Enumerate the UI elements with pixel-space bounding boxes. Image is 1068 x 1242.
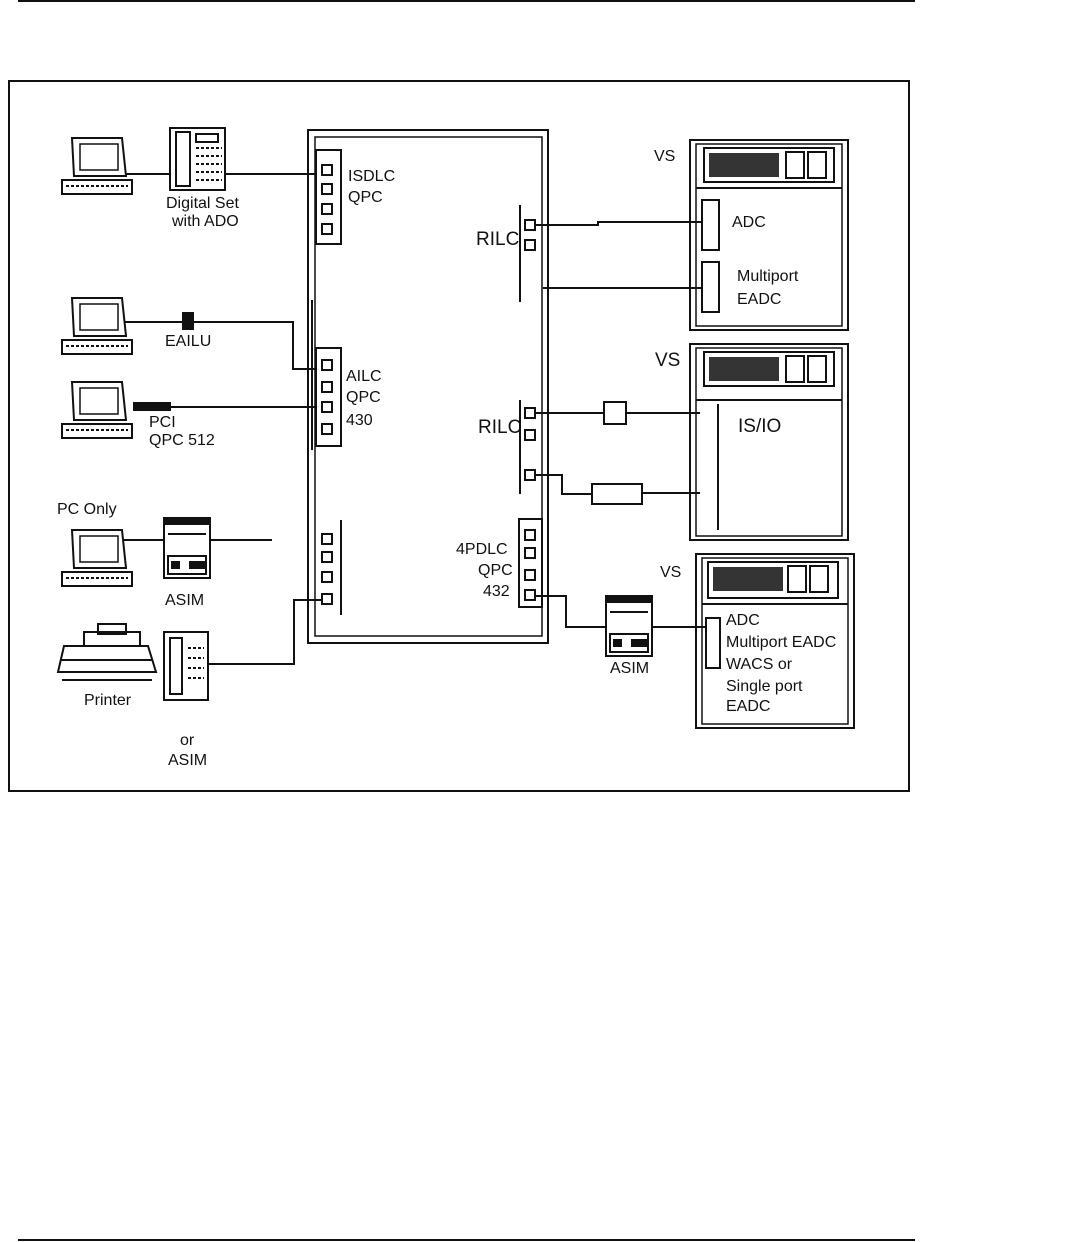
bottom-rule: [18, 1239, 915, 1241]
vs-host-icon: [695, 553, 855, 729]
list-single-label: Single port: [726, 678, 803, 695]
list-eadc-label: EADC: [726, 698, 771, 715]
eadc-label: EADC: [737, 291, 782, 308]
top-rule: [18, 0, 915, 2]
or-label: or: [180, 732, 195, 749]
asim-left-label: ASIM: [165, 592, 205, 609]
isdlc-circuit-pack: [315, 149, 342, 245]
phone-icon: [163, 631, 209, 701]
converter-box: [591, 483, 643, 505]
ailc-num-label: 430: [346, 412, 373, 429]
vs-mid-label: VS: [655, 350, 681, 371]
list-adc-label: ADC: [726, 612, 760, 629]
rilc-to-converter-line: [535, 474, 592, 495]
vs-bottom-label: VS: [660, 564, 682, 581]
vs-top-label: VS: [654, 148, 676, 165]
eailu-to-ailc-line: [124, 321, 316, 370]
asim-right-label: ASIM: [610, 660, 650, 677]
ailc-code-label: QPC: [346, 389, 381, 406]
digital-set-icon: [169, 127, 226, 191]
ailc-circuit-pack: [311, 300, 342, 450]
pc-only-label: PC Only: [57, 501, 117, 518]
pc-terminal-icon: [61, 381, 133, 439]
multiport-label: Multiport: [737, 268, 799, 285]
rilc-mid-label: RILC: [478, 417, 522, 438]
isio-label: IS/IO: [738, 416, 782, 437]
with-ado-label: with ADO: [172, 213, 239, 230]
eailu-label: EAILU: [165, 333, 212, 350]
pdlc-code-label: QPC: [478, 562, 513, 579]
rilc-mid-circuit-pack: [519, 400, 536, 494]
pdlc-to-asim-line: [535, 595, 606, 628]
vs-host-icon: [689, 139, 849, 331]
lower-left-circuit-pack: [321, 520, 342, 615]
list-wacs-label: WACS or: [726, 656, 793, 673]
or-asim-label: ASIM: [168, 752, 208, 769]
printer-label: Printer: [84, 692, 132, 709]
rilc-to-adc-line: [535, 221, 702, 226]
pc-terminal-icon: [61, 529, 133, 587]
diagram-frame: [8, 80, 910, 792]
list-multiport-label: Multiport EADC: [726, 634, 837, 651]
pdlc-label: 4PDLC: [456, 541, 508, 558]
4pdlc-circuit-pack: [518, 518, 543, 608]
asim-icon: [163, 517, 211, 579]
asim-icon: [605, 595, 653, 657]
vs-host-icon: [689, 343, 849, 541]
pci-adapter-icon: [133, 402, 171, 411]
pdlc-num-label: 432: [483, 583, 510, 600]
printer-icon: [56, 623, 158, 681]
ailc-label: AILC: [346, 368, 382, 385]
rilc-top-label: RILC: [476, 229, 520, 250]
pci-label: PCI: [149, 414, 176, 431]
pci-code-label: QPC 512: [149, 432, 215, 449]
isdlc-code-label: QPC: [348, 189, 383, 206]
pc-terminal-icon: [61, 137, 133, 195]
digital-set-label: Digital Set: [166, 195, 239, 212]
modem-box: [603, 401, 627, 425]
adc-label: ADC: [732, 214, 766, 231]
isdlc-label: ISDLC: [348, 168, 396, 185]
phone-to-switch-line: [208, 599, 322, 665]
pc-terminal-icon: [61, 297, 133, 355]
rilc-top-circuit-pack: [519, 205, 536, 302]
